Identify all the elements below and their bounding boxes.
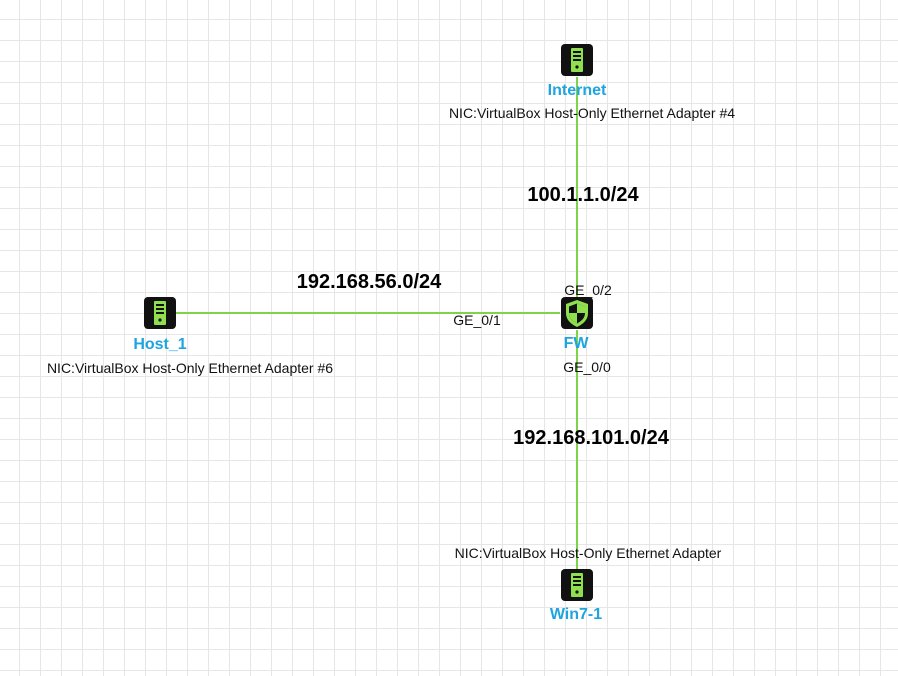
device-name-fw: FW [563,335,589,352]
subnet-label-win7-link: 192.168.101.0/24 [513,427,669,449]
server-icon[interactable] [560,568,594,602]
subnet-label-host1-link: 192.168.56.0/24 [296,271,442,293]
device-name-host1: Host_1 [133,336,187,353]
port-label-ge00: GE_0/0 [563,359,611,375]
nic-label-win7: NIC:VirtualBox Host-Only Ethernet Adapte… [454,545,722,561]
device-name-internet: Internet [547,82,607,99]
subnet-label-internet-link: 100.1.1.0/24 [527,184,639,206]
port-label-ge02: GE_0/2 [564,282,612,298]
firewall-shield-icon[interactable] [560,296,594,330]
server-icon[interactable] [560,43,594,77]
server-icon[interactable] [143,296,177,330]
nic-label-host1: NIC:VirtualBox Host-Only Ethernet Adapte… [46,360,334,376]
port-label-ge01: GE_0/1 [453,312,501,328]
device-name-win7: Win7-1 [549,606,603,623]
nic-label-internet: NIC:VirtualBox Host-Only Ethernet Adapte… [448,105,736,121]
